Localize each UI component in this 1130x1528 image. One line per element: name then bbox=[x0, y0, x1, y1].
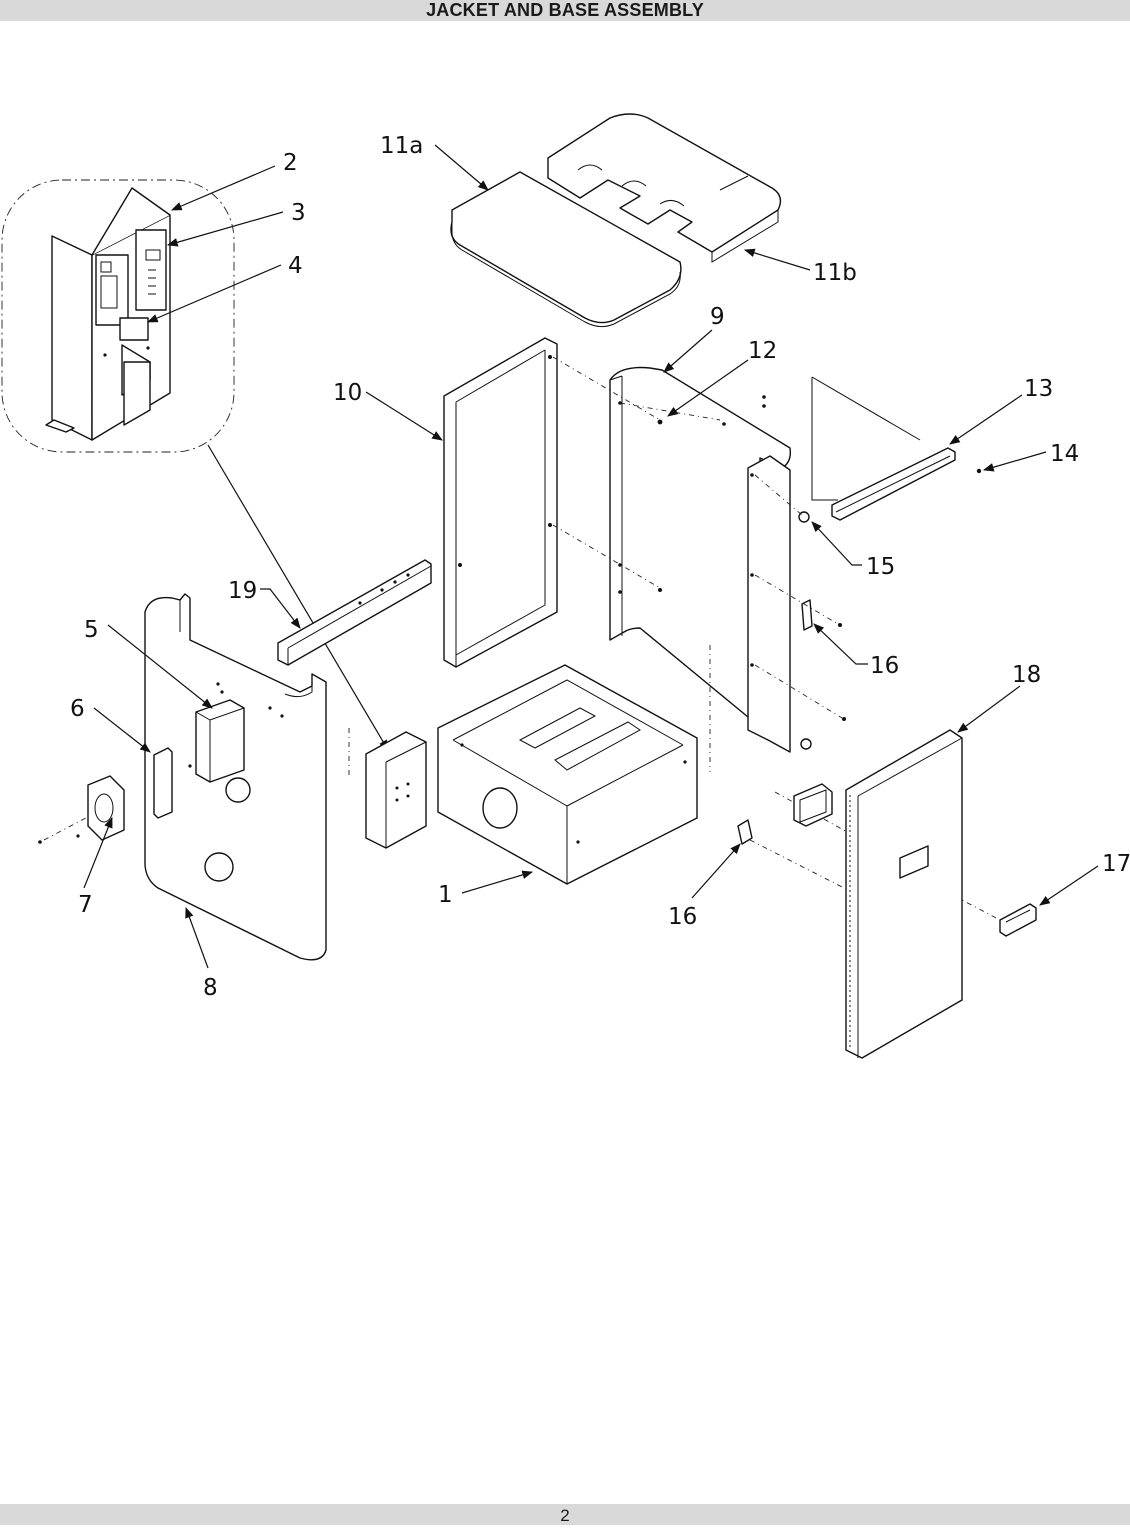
callout-4: 4 bbox=[288, 253, 303, 279]
insulation-pad-11b bbox=[547, 113, 782, 263]
callout-19: 19 bbox=[228, 578, 257, 604]
callout-10: 10 bbox=[333, 380, 362, 406]
junction-box-5 bbox=[188, 682, 284, 783]
front-door-18 bbox=[845, 729, 963, 1059]
callout-2: 2 bbox=[283, 150, 298, 176]
callout-1: 1 bbox=[438, 882, 453, 908]
page-title: JACKET AND BASE ASSEMBLY bbox=[0, 0, 1130, 21]
bracket-19 bbox=[277, 559, 432, 666]
callout-12: 12 bbox=[748, 338, 777, 364]
handle-17 bbox=[999, 903, 1037, 937]
handle-cup-upper bbox=[793, 783, 833, 827]
front-channel-10 bbox=[443, 337, 558, 668]
callout-18: 18 bbox=[1012, 662, 1041, 688]
callout-leaders bbox=[83, 144, 1099, 969]
base-1 bbox=[437, 664, 698, 885]
callout-9: 9 bbox=[710, 304, 725, 330]
callout-5: 5 bbox=[84, 617, 99, 643]
callout-14: 14 bbox=[1050, 441, 1079, 467]
callout-15: 15 bbox=[866, 554, 895, 580]
left-jacket-panel-8 bbox=[144, 593, 327, 961]
callout-8: 8 bbox=[203, 975, 218, 1001]
callout-labels: 1 2 3 4 5 6 7 8 9 10 11a 11b 12 13 14 15… bbox=[70, 133, 1130, 1001]
fasteners bbox=[657, 395, 982, 750]
rear-wrap-panel-9 bbox=[609, 366, 792, 753]
callout-17: 17 bbox=[1102, 851, 1130, 877]
latch-16-lower bbox=[737, 819, 753, 845]
switch-6 bbox=[153, 747, 173, 819]
callout-11b: 11b bbox=[813, 260, 857, 286]
rail-13 bbox=[831, 447, 956, 521]
callout-3: 3 bbox=[291, 200, 306, 226]
callout-13: 13 bbox=[1024, 376, 1053, 402]
callout-7: 7 bbox=[78, 892, 93, 918]
callout-6: 6 bbox=[70, 696, 85, 722]
callout-16-lower: 16 bbox=[668, 904, 697, 930]
callout-16-right: 16 bbox=[870, 653, 899, 679]
control-panel-2-mount bbox=[365, 731, 427, 849]
insulation-pad-11a bbox=[450, 171, 682, 328]
receptacle-7 bbox=[38, 775, 125, 844]
page-number: 2 bbox=[0, 1504, 1130, 1525]
control-panel-detail-bubble bbox=[1, 179, 235, 453]
callout-11a: 11a bbox=[380, 133, 423, 159]
latch-16-upper bbox=[801, 599, 813, 631]
